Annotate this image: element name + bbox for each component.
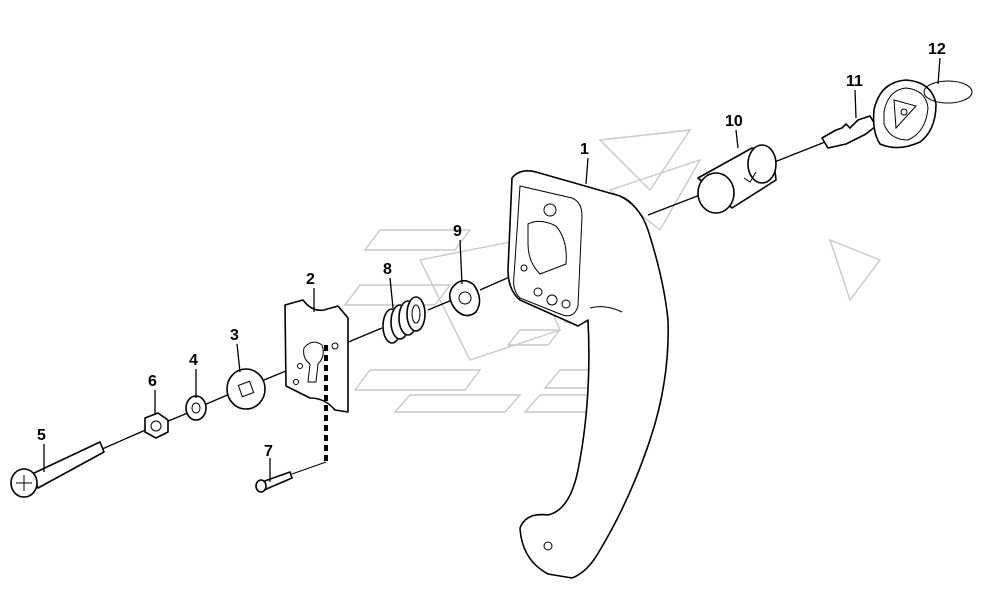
callout-leaders <box>43 57 941 482</box>
callout-7: 7 <box>264 443 273 460</box>
callout-6: 6 <box>148 373 157 390</box>
screw-leader <box>291 461 327 475</box>
lock-plate-part <box>284 299 349 413</box>
callout-4: 4 <box>189 352 198 369</box>
spring-part <box>382 296 426 344</box>
square-washer-part <box>226 368 266 410</box>
key-ring-part <box>923 80 973 104</box>
cam-washer-part <box>448 279 481 317</box>
callout-2: 2 <box>306 271 315 288</box>
callout-3: 3 <box>230 327 239 344</box>
nut-part <box>144 412 169 439</box>
callout-1: 1 <box>580 141 589 158</box>
lock-cylinder-part <box>697 144 777 214</box>
callout-labels: 1 2 3 4 5 6 7 8 9 10 11 12 <box>37 41 946 460</box>
callout-10: 10 <box>725 113 743 130</box>
callout-8: 8 <box>383 261 392 278</box>
screw-part <box>10 441 105 498</box>
callout-9: 9 <box>453 223 462 240</box>
handle-part <box>507 170 669 579</box>
callout-11: 11 <box>846 73 863 90</box>
key-part <box>821 79 937 149</box>
callout-12: 12 <box>928 41 946 58</box>
callout-5: 5 <box>37 427 46 444</box>
small-screw-part <box>255 471 293 493</box>
washer-part <box>185 395 207 421</box>
